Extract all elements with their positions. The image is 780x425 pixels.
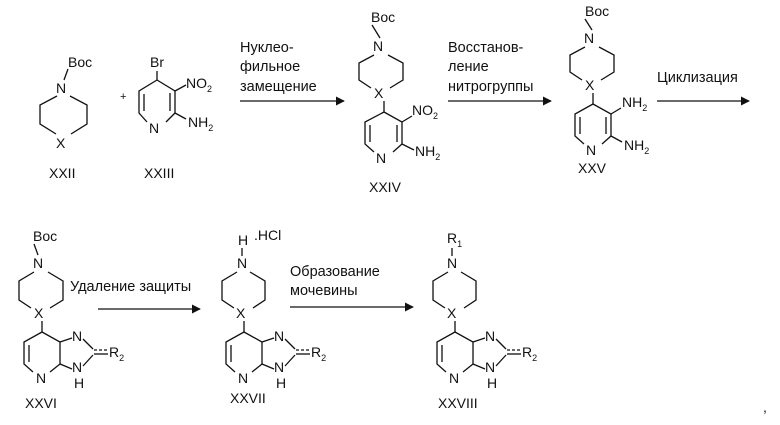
x-label: X [447,305,457,321]
pyridine-n-label: N [238,370,248,386]
step-label-line-3: замещение [240,79,317,95]
step-deprotection: Удаление защиты [70,279,200,309]
r2-label: R2 [311,344,326,363]
x-label: X [34,305,44,321]
compound-xxv: Boc N X N NH2 NH2 XXV [570,3,649,176]
nitro-label: NO2 [412,102,438,121]
piperidine-n-label: N [373,38,383,54]
r1-label: R1 [447,230,462,249]
imidazole-n-label: N [274,328,284,344]
x-label: X [585,77,595,93]
step-label-line-2: фильное [240,59,300,75]
compound-xxii: Boc N X XXII [40,54,92,181]
trailing-comma: , [763,399,767,415]
imidazole-nh-h-label: H [276,375,286,391]
compound-xxiii: Br N NO2 NH2 XXIII [139,54,213,181]
imidazole-n-label: N [72,328,82,344]
step-label-line-3: нитрогруппы [448,79,533,95]
compound-id-xxvi: XXVI [25,395,57,411]
pyridine-n-label: N [376,150,386,166]
compound-id-xxiv: XXIV [369,179,402,195]
compound-xxvi: Boc N X N N N H R2 XXVI [19,228,124,411]
bromo-label: Br [150,54,164,70]
imidazole-nh-h-label: H [487,375,497,391]
x-label: X [56,135,66,151]
step-cyclization: Циклизация [657,70,749,101]
boc-label: Boc [585,3,609,19]
pyridine-n-label: N [586,142,596,158]
plus-sign: + [120,91,126,103]
x-label: X [236,305,246,321]
compound-id-xxiii: XXIII [144,165,174,181]
compound-xxiv: Boc N X N NO2 NH2 XXIV [359,9,440,195]
x-label: X [374,85,384,101]
step-label-line-2: мочевины [290,283,358,299]
amino-label: NH2 [188,114,213,133]
imidazole-nh-h-label: H [74,375,84,391]
step-label-line-1: Нуклео- [240,40,294,56]
pyridine-n-label: N [149,120,159,136]
nitro-label: NO2 [186,75,212,94]
imidazole-nh-n-label: N [485,359,495,375]
compound-id-xxviii: XXVIII [438,395,478,411]
piperidine-n-label: N [56,80,66,96]
piperidine-n-label: N [237,255,247,271]
imidazole-nh-n-label: N [274,359,284,375]
step-label-line-1: Циклизация [657,70,738,86]
nh-h-label: H [238,232,248,248]
pyridine-n-label: N [36,370,46,386]
amino-label-top: NH2 [622,94,647,113]
compound-xxvii: .HCl H N X N N N H R2 XXVII [222,227,326,406]
step-label-line-1: Образование [290,264,380,280]
pyridine-n-label: N [449,370,459,386]
amino-label: NH2 [415,143,440,162]
imidazole-n-label: N [485,328,495,344]
piperidine-n-label: N [447,255,457,271]
step-label-line-1: Восстанов- [448,40,524,56]
piperidine-n-label: N [33,255,43,271]
boc-label: Boc [68,54,92,70]
piperidine-n-label: N [584,30,594,46]
compound-id-xxv: XXV [578,160,607,176]
amino-label-bottom: NH2 [624,137,649,156]
compound-id-xxii: XXII [49,165,75,181]
r2-label: R2 [109,344,124,363]
boc-label: Boc [33,228,57,244]
r2-label: R2 [522,344,537,363]
step-nitro-reduction: Восстанов- ление нитрогруппы [448,40,551,101]
compound-id-xxvii: XXVII [230,390,266,406]
step-label-line-2: ление [448,59,489,75]
compound-xxviii: R1 N X N N N H R2 XXVIII [433,230,537,411]
step-nucleophilic-substitution: Нуклео- фильное замещение [240,40,344,101]
step-urea-formation: Образование мочевины [290,264,413,307]
imidazole-nh-n-label: N [72,359,82,375]
step-label-line-1: Удаление защиты [70,279,191,295]
hcl-label: .HCl [254,227,281,243]
boc-label: Boc [371,9,395,25]
